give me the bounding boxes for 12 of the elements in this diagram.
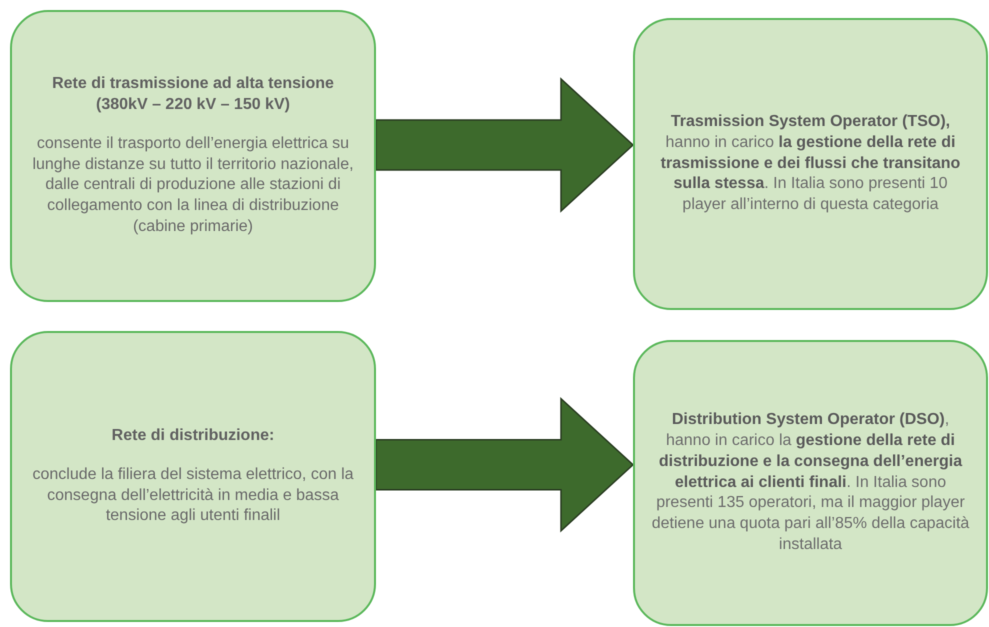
box-heading: Rete di trasmissione ad alta tensione (380kV – 220 kV – 150 kV) <box>51 74 335 115</box>
rounded-text-box <box>633 18 988 310</box>
rounded-text-box <box>10 10 376 302</box>
rounded-text-box <box>633 340 988 626</box>
box-description: conclude la filiera del sistema elettrico, con la consegna dell’elettricità in media e bassa tensione agli utenti finalil <box>31 464 355 526</box>
box-description: Distribution System Operator (DSO), hanno in carico la gestione della rete di distribuzione e la consegna dell’energia elettrica ai clienti finali. In Italia sono presenti 135 operatori, ma il maggior player detiene una quota pari all’85% della capacità installata <box>651 410 970 555</box>
block-arrow <box>375 397 634 532</box>
box-heading: Rete di distribuzione: <box>112 426 274 446</box>
rounded-text-box <box>10 331 376 622</box>
box-description: consente il trasporto dell’energia elettrica su lunghe distanze su tutto il territorio nazionale, dalle centrali di produzione alle stazioni di collegamento con la linea di distribuzione (cabine primarie) <box>31 134 355 237</box>
block-arrow <box>375 77 634 213</box>
box-description: Trasmission System Operator (TSO), hanno in carico la gestione della rete di trasmissione e dei flussi che transitano sulla stessa. In Italia sono presenti 10 player all’interno di questa categoria <box>660 112 962 216</box>
